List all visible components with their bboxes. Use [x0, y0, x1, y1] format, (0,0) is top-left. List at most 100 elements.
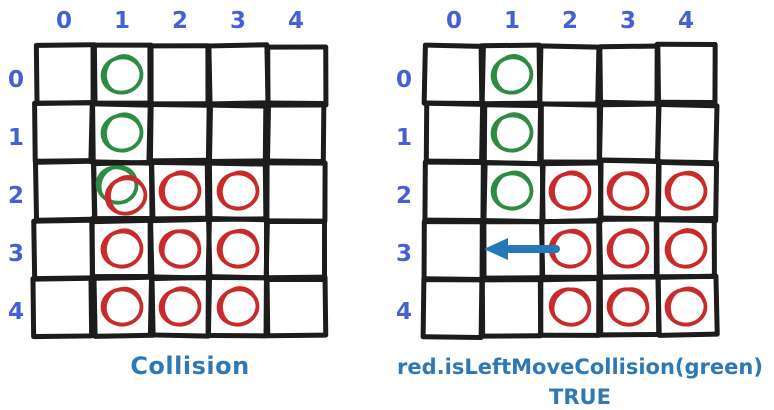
green-circle-overstroke — [494, 54, 533, 95]
green-piece — [100, 112, 144, 153]
grid-cell-r1-c4 — [262, 100, 327, 165]
green-circle-overstroke — [98, 165, 138, 205]
green-piece — [490, 112, 534, 153]
arrow-head — [484, 238, 508, 260]
red-piece — [158, 170, 202, 211]
grid-cell-r0-c3 — [206, 42, 271, 107]
red-circle-overstroke — [220, 286, 259, 327]
red-circle-overstroke — [162, 170, 201, 211]
red-piece — [216, 228, 260, 269]
red-circle-overstroke — [552, 228, 591, 269]
red-circle-overstroke — [552, 170, 591, 211]
red-piece — [216, 286, 260, 327]
green-piece — [490, 54, 534, 95]
grid-cell-r0-c4 — [265, 44, 329, 108]
grid-cell-r1-c3 — [596, 99, 662, 164]
grid-cell-r0-c0 — [33, 42, 98, 106]
left-move-arrow — [484, 238, 560, 260]
green-piece — [100, 54, 144, 95]
col-index-label: 3 — [230, 8, 246, 34]
col-index-label: 2 — [562, 8, 578, 34]
red-circle-overstroke — [108, 175, 147, 216]
green-circle-overstroke — [494, 112, 533, 153]
green-piece — [95, 165, 139, 205]
row-index-label: 0 — [8, 67, 24, 93]
grid-cell-r1-c0 — [423, 100, 488, 165]
grid-cell-r2-c0 — [32, 158, 98, 223]
grid-cell-r4-c4 — [655, 273, 720, 338]
green-piece — [490, 170, 534, 211]
grid-cell-r2-c4 — [264, 160, 328, 224]
panel-left-move-collision: 0 1 2 3 4 0 1 2 3 4 red.isLeftMoveCollision(green)… — [388, 0, 774, 410]
row-index-label: 1 — [396, 125, 412, 151]
grid-cell-r0-c0 — [421, 42, 486, 107]
grid-cell-r0-c2 — [147, 43, 211, 107]
grid-cell-r2-c0 — [422, 159, 486, 223]
red-piece — [664, 286, 708, 327]
grid-cell-r0-c2 — [537, 43, 602, 108]
red-piece — [104, 175, 148, 216]
row-index-label: 4 — [396, 299, 412, 325]
grid-cell-r3-c4 — [263, 218, 328, 282]
red-piece — [664, 228, 708, 269]
green-circle-overstroke — [104, 54, 143, 95]
grid-cell-r4-c0 — [420, 276, 485, 341]
grid-cell-r1-c4 — [655, 101, 720, 167]
grid-cell-r1-c0 — [32, 100, 96, 164]
row-index-label: 3 — [8, 241, 24, 267]
red-circle-overstroke — [610, 228, 649, 269]
red-circle-overstroke — [668, 170, 707, 211]
grid-cell-r1-c2 — [538, 101, 602, 165]
grid-cell-r1-c3 — [206, 102, 271, 167]
grid-cell-r4-c4 — [264, 274, 329, 339]
grid-cell-r0-c4 — [654, 41, 718, 105]
red-piece — [100, 228, 144, 269]
col-index-label: 2 — [172, 8, 188, 34]
red-circle-overstroke — [104, 228, 143, 269]
red-piece — [606, 287, 650, 327]
red-piece — [664, 170, 708, 211]
row-index-label: 0 — [396, 67, 412, 93]
red-circle-overstroke — [220, 170, 259, 211]
red-circle-overstroke — [668, 286, 707, 327]
red-circle-overstroke — [668, 228, 707, 269]
caption-line: red.isLeftMoveCollision(green) — [397, 355, 763, 379]
red-circle-overstroke — [162, 286, 201, 327]
grid-cell-r3-c0 — [31, 217, 96, 282]
red-piece — [158, 286, 202, 327]
red-piece — [216, 170, 260, 211]
col-index-label: 1 — [114, 8, 130, 34]
col-index-label: 1 — [504, 8, 520, 34]
red-piece — [158, 229, 202, 269]
red-piece — [100, 286, 144, 327]
left-move-collision-grid-svg: 0 1 2 3 4 0 1 2 3 4 red.isLeftMoveCollision(green)… — [396, 8, 763, 409]
red-piece — [548, 170, 592, 211]
red-circle-overstroke — [220, 228, 259, 269]
row-index-label: 2 — [396, 183, 412, 209]
green-circle-overstroke — [104, 112, 143, 153]
row-index-label: 4 — [8, 299, 24, 325]
grid-cell-r0-c3 — [597, 43, 662, 108]
col-index-label: 3 — [620, 8, 636, 34]
col-index-label: 4 — [678, 8, 694, 34]
row-index-label: 2 — [8, 183, 24, 209]
row-index-label: 3 — [396, 241, 412, 267]
green-circle-overstroke — [494, 170, 533, 211]
col-index-label: 0 — [446, 8, 462, 34]
grid-cell-r3-c0 — [421, 219, 485, 283]
red-circle-overstroke — [161, 229, 201, 269]
red-piece — [606, 171, 650, 211]
red-circle-overstroke — [609, 171, 649, 211]
caption-line: TRUE — [549, 385, 611, 409]
row-index-label: 1 — [8, 125, 24, 151]
red-circle-overstroke — [551, 287, 592, 327]
grid-cell-r1-c2 — [147, 101, 212, 166]
caption-line: Collision — [130, 352, 249, 380]
grid-cell-r4-c1 — [479, 275, 544, 339]
col-index-label: 0 — [56, 8, 72, 34]
red-piece — [606, 228, 650, 269]
grid-cell-r4-c0 — [30, 275, 95, 340]
